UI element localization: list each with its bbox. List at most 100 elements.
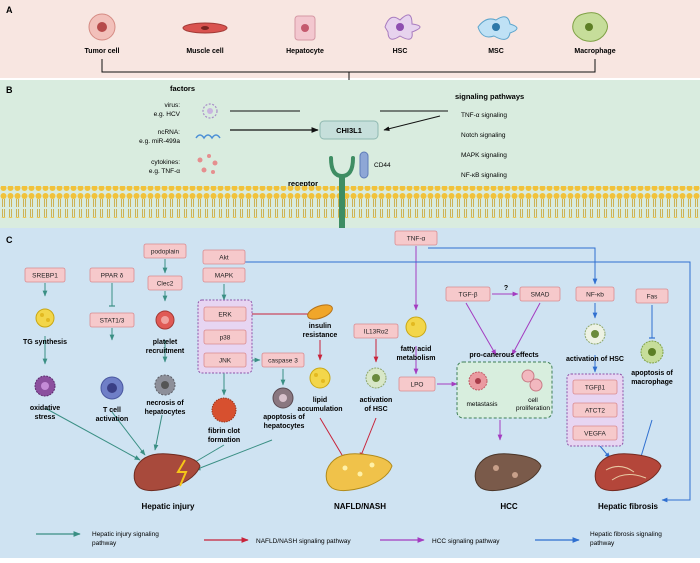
text-apoptosis-mac-1: apoptosis of <box>631 370 673 377</box>
svg-text:ERK: ERK <box>218 312 232 319</box>
svg-text:VEGFA: VEGFA <box>584 431 606 438</box>
text-fibrin-1: fibrin clot <box>208 428 241 435</box>
text-platelet-2: recruitment <box>146 348 185 355</box>
svg-text:PPAR δ: PPAR δ <box>101 273 124 280</box>
svg-text:ATCT2: ATCT2 <box>585 408 605 415</box>
svg-text:TNF-α: TNF-α <box>407 236 426 243</box>
legend-label-injury-2: pathway <box>92 540 117 547</box>
text-oxidative-1: oxidative <box>30 405 60 412</box>
edge-lipid <box>319 417 346 461</box>
box-srebp1: SREBP1 <box>24 267 66 283</box>
text-fatty-1: fatty acid <box>401 346 432 353</box>
receptor-label: receptor <box>288 179 318 188</box>
svg-text:STAT1/3: STAT1/3 <box>100 318 125 325</box>
text-apoptosis-mac-2: macrophage <box>631 379 673 386</box>
cell-label-hsc: HSC <box>393 48 408 55</box>
text-fatty-2: metabolism <box>397 355 436 362</box>
panel-b-label: B <box>6 85 13 95</box>
text-lipid-2: accumulation <box>297 406 342 413</box>
text-tg-synthesis: TG synthesis <box>23 339 67 346</box>
svg-text:TGF-β: TGF-β <box>459 292 478 299</box>
apoptotic-hepatocyte-icon <box>272 387 294 409</box>
chi3l1-box <box>319 120 379 140</box>
edge-oxidative <box>44 407 141 461</box>
cell-label-macrophage: Macrophage <box>574 48 615 55</box>
panel-a-label: A <box>6 5 13 15</box>
box-clec2: Clec2 <box>147 275 183 291</box>
text-apoptosis-hep-1: apoptosis of <box>263 414 305 421</box>
text-tcell-2: activation <box>96 416 129 423</box>
hsc-icon <box>384 14 421 40</box>
chi3l1-label: CHI3L1 <box>336 126 362 135</box>
box-vegfa: VEGFA <box>572 425 618 441</box>
svg-text:TGFβ1: TGFβ1 <box>585 385 606 392</box>
box-tgfb1: TGFβ1 <box>572 379 618 395</box>
panel-c-label: C <box>6 235 13 245</box>
svg-text:podoplain: podoplain <box>151 249 180 256</box>
cell-label-muscle: Muscle cell <box>186 48 223 55</box>
text-apoptosis-hep-2: hepatocytes <box>264 423 305 430</box>
text-pro-cancerous: pro-canerous effects <box>469 352 538 359</box>
liver-fibrosis-icon <box>594 453 662 492</box>
msc-icon <box>477 16 518 40</box>
svg-text:IL13Rα2: IL13Rα2 <box>364 329 389 336</box>
edge-apoptosis <box>194 439 273 471</box>
text-insulin-1: insulin <box>309 323 332 330</box>
edge-tnfa-nfkb <box>428 247 598 285</box>
svg-text:NF-κb: NF-κb <box>586 292 604 299</box>
pathway-mapk: MAPK signaling <box>461 152 507 159</box>
box-fas: Fas <box>635 288 669 304</box>
box-tgfb: TGF-β <box>445 286 491 302</box>
box-stat: STAT1/3 <box>89 312 135 328</box>
text-activation-hsc-2: of HSC <box>364 406 387 413</box>
text-insulin-2: resistance <box>303 332 338 339</box>
box-il13ra2: IL13Rα2 <box>353 323 399 339</box>
pathway-notch: Notch signaling <box>461 132 506 139</box>
legend-label-hcc: HCC signaling pathway <box>432 538 500 545</box>
text-activation-hsc-1: activation <box>360 397 393 404</box>
macrophage-apoptosis-icon <box>640 340 664 364</box>
macrophage-icon <box>572 12 608 42</box>
text-activation-hsc-nfkb: activation of HSC <box>566 356 624 363</box>
edge-smad-pro <box>511 302 541 356</box>
activated-hsc-icon <box>365 367 387 389</box>
virus-icon <box>202 103 218 119</box>
box-caspase3: caspase 3 <box>261 352 305 368</box>
text-metastasis: metastasis <box>466 401 498 408</box>
svg-text:caspase 3: caspase 3 <box>268 358 298 365</box>
legend-label-injury-1: Hepatic injury signaling <box>92 531 159 538</box>
svg-text:JNK: JNK <box>219 358 232 365</box>
legend-label-nafld: NAFLD/NASH signaling pathway <box>256 538 351 545</box>
t-cell-icon <box>100 376 124 400</box>
box-mapk: MAPK <box>202 267 246 283</box>
edge-tgfb-pro <box>465 302 497 356</box>
insulin-resistance-icon <box>307 304 333 320</box>
legend-label-fibrosis-1: Hepatic fibrosis signaling <box>590 531 662 538</box>
ncrna-label-1: ncRNA: <box>158 129 181 136</box>
liver-hcc-icon <box>474 453 542 492</box>
metastasis-icon <box>468 371 488 391</box>
fibrin-clot-icon <box>211 397 237 423</box>
box-tnfa: TNF-α <box>394 230 438 246</box>
text-cell-prolif-2: proliferation <box>516 405 550 412</box>
fatty-acid-icon <box>405 316 427 338</box>
oxidative-stress-icon <box>34 375 56 397</box>
pathway-nfkb: NF-κB signaling <box>461 172 507 179</box>
question-mark: ? <box>504 285 508 292</box>
tg-droplet-icon <box>35 308 55 328</box>
necrosis-icon <box>154 374 176 396</box>
cell-proliferation-icon <box>521 369 543 392</box>
receptor-icon <box>329 156 355 230</box>
svg-text:SMAD: SMAD <box>531 292 550 299</box>
edge-necrosis <box>153 414 163 451</box>
tumor-cell-icon <box>88 13 116 41</box>
edge-group-fibrosis <box>599 445 611 459</box>
virus-label-1: virus: <box>164 102 180 109</box>
edge-activhsc <box>359 417 377 459</box>
ncrna-label-2: e.g. miR-499a <box>139 138 180 145</box>
outcome-fibrosis: Hepatic fibrosis <box>598 502 659 511</box>
cd44-icon <box>359 151 369 179</box>
box-nfkb: NF-κb <box>575 286 615 302</box>
text-necrosis-1: necrosis of <box>146 400 184 407</box>
